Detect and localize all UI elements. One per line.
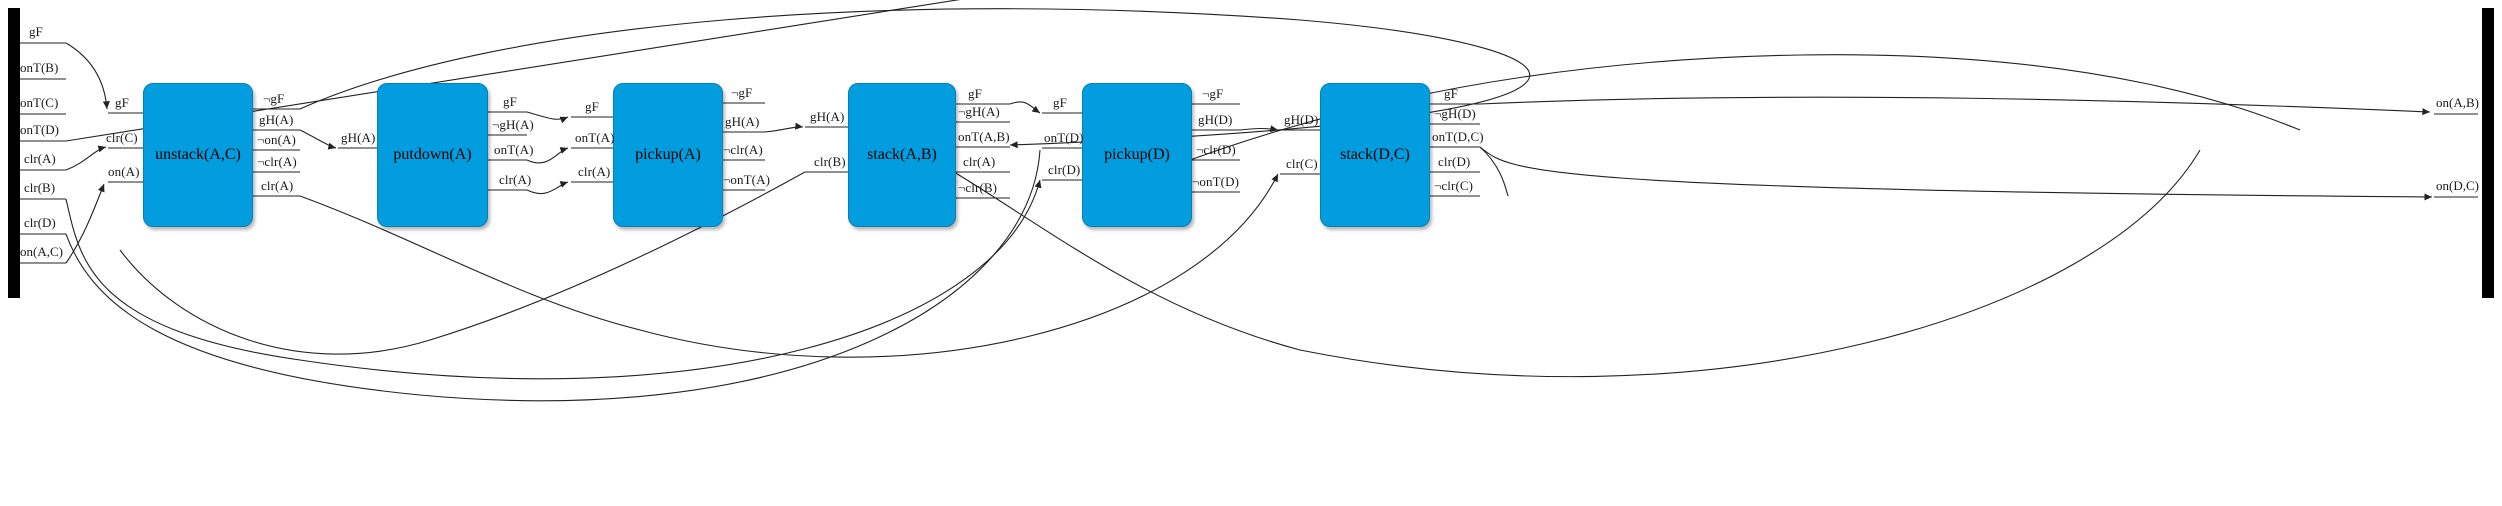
precond-pickup-a-0: gF [585, 99, 599, 114]
init-literal-0: gF [29, 24, 43, 39]
effect-stack-dc-2: onT(D,C) [1432, 129, 1484, 144]
init-literal-3: onT(D) [20, 122, 59, 137]
effect-pickup-d-0: ¬gF [1202, 86, 1224, 101]
effect-unstack-0: ¬gF [263, 91, 285, 106]
precond-pickup-a-1: onT(A) [575, 130, 615, 145]
effect-unstack-1: gH(A) [259, 112, 294, 127]
effect-pickup-a-0: ¬gF [731, 85, 753, 100]
goal-state-rail [2482, 8, 2494, 298]
init-literal-2: onT(C) [20, 95, 59, 110]
effect-putdown-0: gF [503, 94, 517, 109]
step-pickup-a[interactable]: pickup(A) [613, 83, 723, 227]
effect-pickup-d-3: ¬onT(D) [1192, 174, 1240, 189]
effect-stack-dc-0: gF [1444, 86, 1458, 101]
effect-stack-dc-4: ¬clr(C) [1434, 178, 1474, 193]
precond-pickup-a-2: clr(A) [578, 164, 611, 179]
effect-pickup-a-1: gH(A) [725, 114, 760, 129]
effect-putdown-1: ¬gH(A) [492, 117, 534, 132]
init-literal-5: clr(B) [24, 180, 56, 195]
effect-stack-ab-2: onT(A,B) [958, 129, 1010, 144]
effect-pickup-d-1: gH(D) [1198, 112, 1233, 127]
init-literal-6: clr(D) [24, 215, 56, 230]
init-literal-4: clr(A) [24, 151, 56, 166]
effect-pickup-d-2: ¬clr(D) [1196, 142, 1236, 157]
goal-literal-0: on(A,B) [2436, 95, 2479, 110]
precond-pickup-d-2: clr(D) [1048, 162, 1081, 177]
effect-stack-ab-0: gF [968, 86, 982, 101]
initial-state-rail [8, 8, 20, 298]
step-stack-dc[interactable]: stack(D,C) [1320, 83, 1430, 227]
precond-putdown-0: gH(A) [341, 130, 376, 145]
init-literal-7: on(A,C) [20, 244, 63, 259]
precond-unstack-0: gF [115, 95, 129, 110]
step-stack-ab[interactable]: stack(A,B) [848, 83, 956, 227]
effect-unstack-4: clr(A) [261, 178, 294, 193]
effect-stack-ab-4: ¬clr(B) [958, 180, 998, 195]
precond-unstack-2: on(A) [108, 164, 140, 179]
effect-pickup-a-3: ¬onT(A) [723, 172, 771, 187]
effect-putdown-3: clr(A) [499, 172, 532, 187]
precond-stack-dc-1: clr(C) [1286, 156, 1318, 171]
precond-unstack-1: clr(C) [106, 130, 138, 145]
effect-stack-dc-3: clr(D) [1438, 154, 1471, 169]
precond-stack-ab-0: gH(A) [810, 109, 845, 124]
effect-stack-dc-1: ¬gH(D) [1434, 106, 1476, 121]
precond-stack-dc-0: gH(D) [1284, 112, 1319, 127]
init-literal-1: onT(B) [20, 60, 59, 75]
effect-stack-ab-1: ¬gH(A) [958, 104, 1000, 119]
precond-stack-ab-1: clr(B) [814, 154, 846, 169]
effect-stack-ab-3: clr(A) [963, 154, 996, 169]
effect-unstack-3: ¬clr(A) [257, 154, 297, 169]
step-pickup-d[interactable]: pickup(D) [1082, 83, 1192, 227]
precond-pickup-d-1: onT(D) [1044, 130, 1084, 145]
goal-literal-1: on(D,C) [2436, 178, 2479, 193]
effect-putdown-2: onT(A) [494, 142, 534, 157]
precond-pickup-d-0: gF [1053, 95, 1067, 110]
effect-unstack-2: ¬on(A) [257, 132, 296, 147]
step-putdown[interactable]: putdown(A) [377, 83, 488, 227]
effect-pickup-a-2: ¬clr(A) [723, 142, 763, 157]
step-unstack[interactable]: unstack(A,C) [143, 83, 253, 227]
